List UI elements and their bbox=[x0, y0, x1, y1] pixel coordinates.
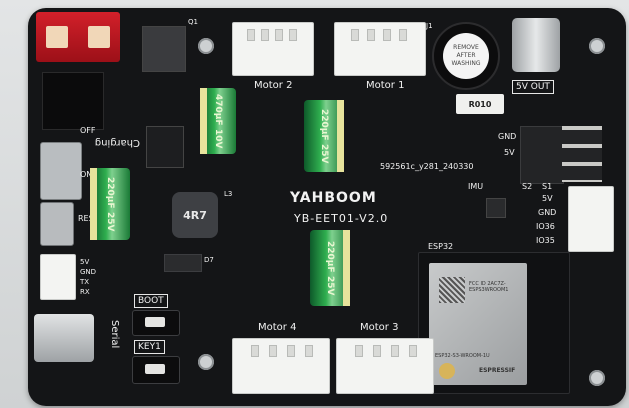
motor-2-connector bbox=[232, 22, 314, 76]
board-logo: YAHBOOM bbox=[290, 190, 377, 206]
motor-1-label: Motor 1 bbox=[366, 80, 405, 91]
expansion-connector bbox=[568, 186, 614, 252]
motor-1-connector bbox=[334, 22, 426, 76]
q1-label: Q1 bbox=[188, 18, 198, 26]
capacitor-c2: 220μF 25V bbox=[304, 100, 344, 172]
shunt-resistor: R010 bbox=[456, 94, 504, 114]
pcb-board: Charging OFF ON RESET 5V GND TX RX Seria… bbox=[28, 8, 626, 406]
serial-5v-label: 5V bbox=[80, 258, 90, 266]
l3-label: L3 bbox=[224, 190, 233, 198]
pin-header-right-angle bbox=[562, 126, 602, 182]
boot-button[interactable] bbox=[132, 310, 180, 336]
buzzer: REMOVE AFTER WASHING bbox=[432, 22, 500, 90]
usb-c-5v-out-port[interactable] bbox=[512, 18, 560, 72]
board-model: YB-EET01-V2.0 bbox=[294, 212, 389, 225]
serial-header-connector bbox=[40, 254, 76, 300]
expansion-5v-label: 5V bbox=[542, 194, 553, 203]
expansion-io36-label: IO36 bbox=[536, 222, 555, 231]
mounting-hole bbox=[589, 370, 605, 386]
serial-label: Serial bbox=[109, 320, 120, 349]
key1-label: KEY1 bbox=[134, 340, 165, 354]
header-gnd-label: GND bbox=[498, 132, 517, 141]
motor-3-connector bbox=[336, 338, 434, 394]
esp32-marking: FCC ID 2AC7Z-ESPS3WROOM1 bbox=[469, 281, 509, 293]
inductor-l3: 4R7 bbox=[172, 192, 218, 238]
esp32-shield-can: FCC ID 2AC7Z-ESPS3WROOM1 ESP32-S3-WROOM-… bbox=[429, 263, 527, 385]
expansion-io35-label: IO35 bbox=[536, 236, 555, 245]
5v-out-label: 5V OUT bbox=[512, 80, 554, 94]
usb-c-serial-port[interactable] bbox=[34, 314, 94, 362]
motor-4-connector bbox=[232, 338, 330, 394]
esp32-module: FCC ID 2AC7Z-ESPS3WROOM1 ESP32-S3-WROOM-… bbox=[418, 252, 570, 394]
j1-label: J1 bbox=[426, 22, 433, 30]
board-serial-number: 592561c_y281_240330 bbox=[380, 162, 474, 171]
reset-button[interactable] bbox=[40, 202, 74, 246]
header-s1-label: S1 bbox=[542, 182, 553, 191]
capacitor-c4: 220μF 25V bbox=[310, 230, 350, 306]
esp32-label: ESP32 bbox=[428, 242, 454, 251]
r010-marking: R010 bbox=[468, 99, 492, 109]
capacitor-c1: 470μF 10V bbox=[200, 88, 236, 154]
esp32-brand: ESPRESSIF bbox=[479, 367, 516, 374]
motor-4-label: Motor 4 bbox=[258, 322, 297, 333]
pin-header-3x3 bbox=[520, 126, 564, 184]
power-switch[interactable] bbox=[40, 142, 82, 200]
mounting-hole bbox=[589, 38, 605, 54]
mosfet bbox=[146, 126, 184, 168]
inductor-marking: 4R7 bbox=[183, 208, 207, 222]
header-s2-label: S2 bbox=[522, 182, 533, 191]
imu-label: IMU bbox=[468, 182, 484, 191]
buzzer-sticker-text: REMOVE AFTER WASHING bbox=[451, 44, 481, 67]
qr-code bbox=[439, 277, 465, 303]
serial-gnd-label: GND bbox=[80, 268, 97, 276]
d7-label: D7 bbox=[204, 256, 214, 264]
dc-barrel-jack bbox=[42, 72, 104, 130]
capacitor-c3: 220μF 25V bbox=[90, 168, 130, 240]
charging-label: Charging bbox=[94, 137, 140, 148]
xt60-power-connector bbox=[36, 12, 120, 62]
switch-on-label: ON bbox=[80, 170, 93, 179]
esp32-module-name: ESP32-S3-WROOM-1U bbox=[435, 353, 490, 359]
motor-3-label: Motor 3 bbox=[360, 322, 399, 333]
mounting-hole bbox=[198, 354, 214, 370]
motor-2-label: Motor 2 bbox=[254, 80, 293, 91]
key1-button[interactable] bbox=[132, 356, 180, 384]
expansion-gnd-label: GND bbox=[538, 208, 557, 217]
regulator-q1 bbox=[142, 26, 186, 72]
switch-off-label: OFF bbox=[80, 126, 96, 135]
header-5v-label: 5V bbox=[504, 148, 515, 157]
boot-label: BOOT bbox=[134, 294, 168, 308]
mounting-hole bbox=[198, 38, 214, 54]
antenna-connector bbox=[439, 363, 455, 379]
serial-tx-label: TX bbox=[80, 278, 90, 286]
serial-rx-label: RX bbox=[80, 288, 90, 296]
imu-chip bbox=[486, 198, 506, 218]
diode-d7 bbox=[164, 254, 202, 272]
